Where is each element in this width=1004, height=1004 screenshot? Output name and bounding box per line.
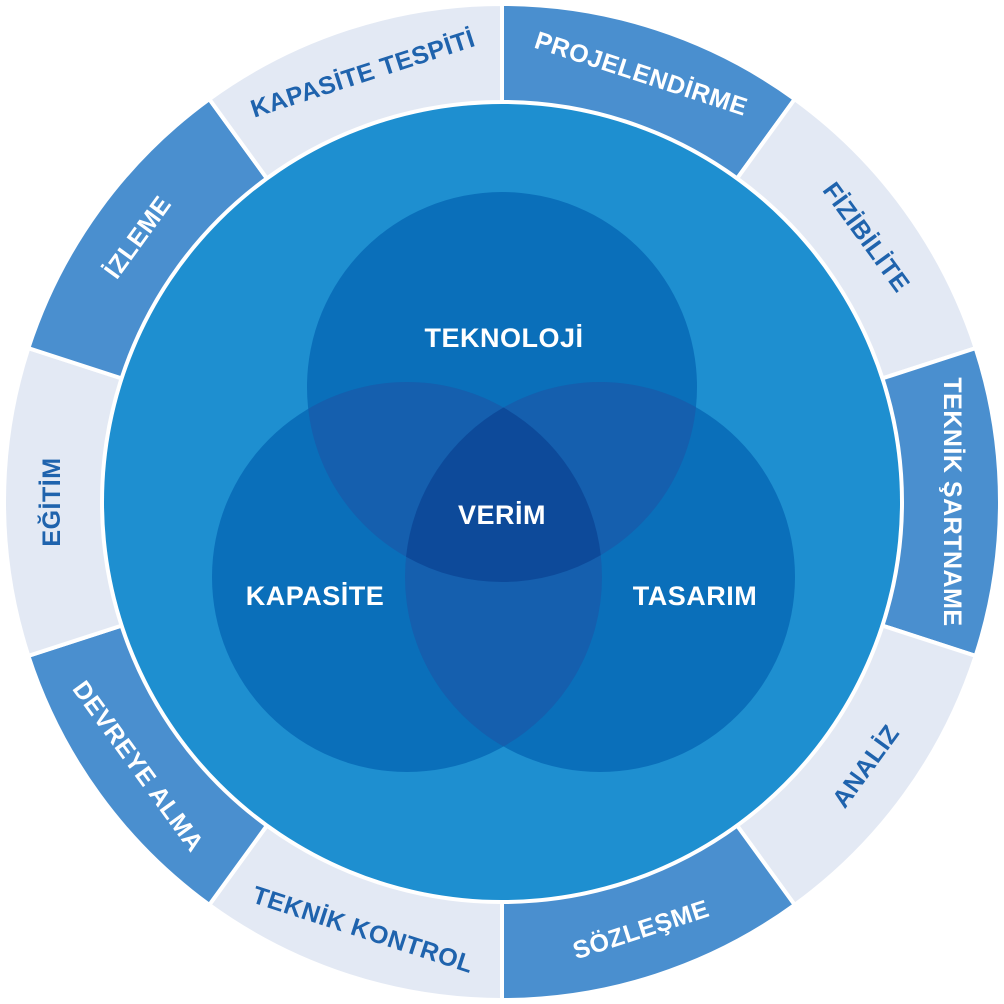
ring-segment bbox=[206, 1, 504, 182]
venn-diagram: TEKNOLOJİ KAPASİTE TASARIM VERİM bbox=[212, 192, 795, 772]
venn-overlap-center bbox=[406, 407, 601, 582]
venn-label-teknoloji: TEKNOLOJİ bbox=[424, 323, 583, 353]
venn-label-tasarim: TASARIM bbox=[633, 581, 758, 611]
ring-segment-label: TEKNİK ŞARTNAME bbox=[938, 377, 966, 626]
venn-label-kapasite: KAPASİTE bbox=[246, 581, 385, 611]
venn-label-verim: VERİM bbox=[458, 500, 546, 530]
ring-segment-label: EĞİTİM bbox=[37, 457, 66, 546]
